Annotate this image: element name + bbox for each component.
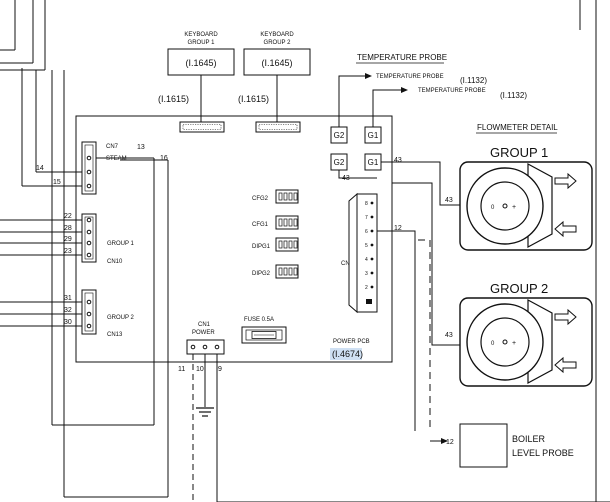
- cn10-name: CN10: [107, 259, 123, 265]
- svg-text:4: 4: [365, 257, 368, 263]
- keyboard-2-header: KEYBOARD: [260, 32, 294, 38]
- cn1-power-connector: CN1 POWER 11 10 9: [178, 322, 610, 502]
- keyboard-1-ref: (I.1615): [158, 94, 189, 104]
- wire-32: 32: [64, 307, 72, 314]
- keyboard-group-2: KEYBOARD GROUP 2 (I.1645) (I.1615): [238, 32, 311, 133]
- keyboard-1-code: (I.1645): [185, 58, 216, 68]
- cn6-wires: [338, 161, 460, 444]
- cn6-connector: CN6 8 7 6 5 4 3 2: [341, 192, 378, 314]
- boiler-label-1: BOILER: [512, 434, 546, 444]
- wire-16: 16: [160, 155, 168, 162]
- svg-text:CFG2: CFG2: [252, 196, 269, 202]
- svg-text:6: 6: [365, 229, 368, 235]
- svg-text:GROUP 1: GROUP 1: [490, 145, 548, 160]
- svg-text:DIPG2: DIPG2: [252, 271, 271, 277]
- svg-text:2: 2: [365, 285, 368, 291]
- pcb-board: [75, 115, 393, 363]
- g1-probe-label: G1: [368, 131, 379, 140]
- power-pcb-title: POWER PCB: [333, 339, 370, 345]
- wire-13: 13: [137, 144, 145, 151]
- wire-23: 23: [64, 248, 72, 255]
- cn6-label: CN6: [341, 261, 354, 267]
- wire-29: 29: [64, 236, 72, 243]
- svg-text:0: 0: [491, 341, 495, 347]
- cn1-sub: POWER: [192, 330, 215, 336]
- dip-switches: CFG2 CFG1 DIPG1 DIPG2: [252, 189, 299, 279]
- keyboard-2-code: (I.1645): [261, 58, 292, 68]
- cn10-sub: GROUP 1: [107, 241, 135, 247]
- wire-14: 14: [36, 165, 44, 172]
- g2-probe-label: G2: [334, 131, 345, 140]
- switch-cfg2: CFG2: [252, 189, 299, 204]
- cn6-wire-labels: 12 43 43 43 43: [342, 157, 453, 339]
- temperature-probe-2-label: TEMPERATURE PROBE: [418, 88, 486, 94]
- svg-text:43: 43: [394, 157, 402, 164]
- g2-flow-label: G2: [334, 158, 345, 167]
- svg-text:+: +: [512, 340, 516, 347]
- cn13-name: CN13: [107, 332, 123, 338]
- power-pcb-label: POWER PCB (I.4674): [330, 339, 370, 360]
- svg-text:5: 5: [365, 243, 368, 249]
- cn10-connector: GROUP 1 CN10: [81, 213, 135, 265]
- svg-text:43: 43: [445, 197, 453, 204]
- temperature-probe-section: TEMPERATURE PROBE TEMPERATURE PROBE (I.1…: [330, 53, 527, 171]
- keyboard-2-subheader: GROUP 2: [264, 40, 292, 46]
- keyboard-1-header: KEYBOARD: [184, 32, 218, 38]
- wire-labels: 13 16 14 15 22 28 29 23 31 32 30: [36, 144, 168, 326]
- temperature-probe-title: TEMPERATURE PROBE: [357, 53, 447, 62]
- svg-text:CFG1: CFG1: [252, 222, 269, 228]
- cn7-sub: STEAM: [106, 156, 127, 162]
- keyboard-1-subheader: GROUP 1: [188, 40, 216, 46]
- fuse-label: FUSE 0.5A: [244, 317, 274, 323]
- wire-31: 31: [64, 295, 72, 302]
- svg-text:+: +: [512, 204, 516, 211]
- keyboard-group-1: KEYBOARD GROUP 1 (I.1645) (I.1615): [158, 32, 235, 133]
- switch-dipg1: DIPG1: [252, 237, 299, 252]
- keyboard-2-ref: (I.1615): [238, 94, 269, 104]
- wire-22: 22: [64, 213, 72, 220]
- svg-text:43: 43: [445, 332, 453, 339]
- wire-12-boiler: 12: [446, 439, 454, 446]
- temperature-probe-1-ref: (I.1132): [460, 76, 487, 85]
- svg-text:12: 12: [394, 225, 402, 232]
- svg-text:8: 8: [365, 201, 368, 207]
- keyboard-2-connector: [255, 121, 301, 133]
- svg-text:3: 3: [365, 271, 368, 277]
- ground-symbol: [196, 407, 214, 417]
- svg-text:7: 7: [365, 215, 368, 221]
- keyboard-1-connector: [179, 121, 225, 133]
- cn13-connector: GROUP 2 CN13: [81, 289, 135, 338]
- wire-30: 30: [64, 319, 72, 326]
- svg-text:0: 0: [491, 205, 495, 211]
- flowmeter-group-2: GROUP 2 0 +: [459, 281, 593, 387]
- cn13-sub: GROUP 2: [107, 315, 135, 321]
- flowmeter-group-1: GROUP 1 0 +: [459, 145, 593, 251]
- svg-text:43: 43: [342, 175, 350, 182]
- g1-flow-label: G1: [368, 158, 379, 167]
- power-pcb-code: (I.4674): [332, 349, 363, 359]
- wire-28: 28: [64, 225, 72, 232]
- wire-10: 10: [196, 366, 204, 373]
- cn7-name: CN7: [106, 144, 119, 150]
- outer-wires: [0, 0, 169, 498]
- temperature-probe-1-label: TEMPERATURE PROBE: [376, 74, 444, 80]
- cn7-connector: CN7 STEAM: [81, 141, 127, 195]
- flowmeter-title: FLOWMETER DETAIL: [477, 123, 558, 132]
- fuse: FUSE 0.5A: [241, 317, 287, 344]
- switch-cfg1: CFG1: [252, 215, 299, 230]
- temperature-probe-2-ref: (I.1132): [500, 91, 527, 100]
- wire-11: 11: [178, 366, 185, 373]
- switch-dipg2: DIPG2: [252, 264, 299, 279]
- boiler-level-probe: 12 BOILER LEVEL PROBE: [446, 423, 574, 468]
- svg-text:DIPG1: DIPG1: [252, 244, 271, 250]
- boiler-label-2: LEVEL PROBE: [512, 448, 574, 458]
- cn1-name: CN1: [198, 322, 211, 328]
- wire-15: 15: [53, 179, 61, 186]
- svg-text:GROUP 2: GROUP 2: [490, 281, 548, 296]
- wire-9: 9: [218, 366, 222, 373]
